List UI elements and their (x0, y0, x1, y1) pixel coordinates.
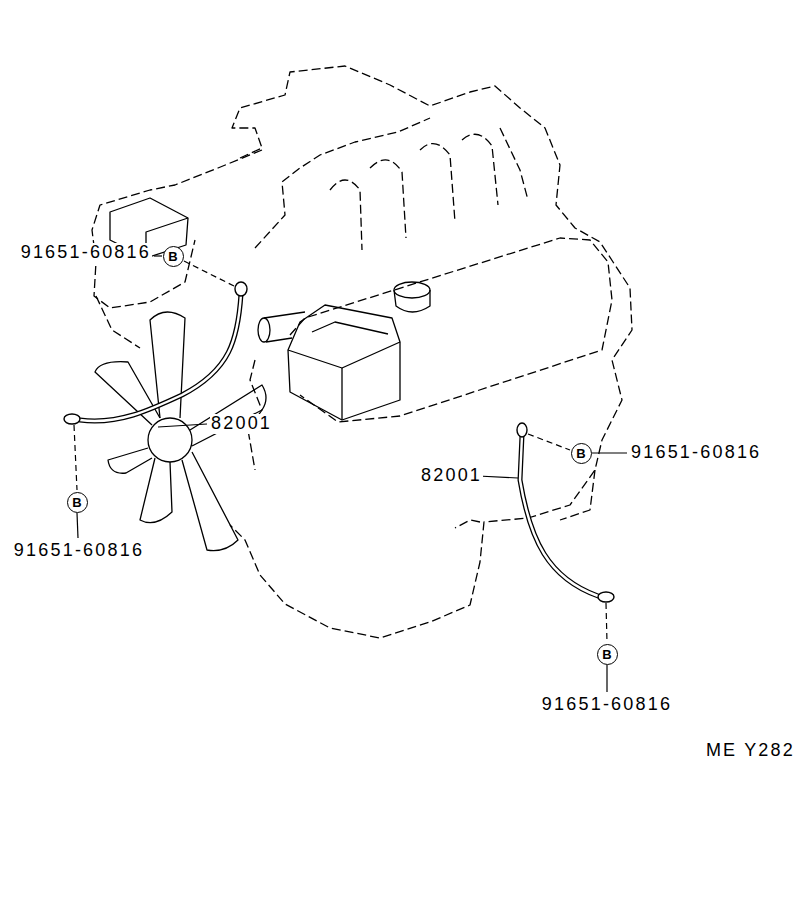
ground-strap (520, 435, 598, 596)
leader-line (74, 425, 77, 490)
callout-circle: B (67, 492, 88, 513)
leader-line (592, 452, 627, 453)
part-number: 82001 (420, 466, 483, 486)
front-cover (288, 305, 400, 420)
intake-runner (370, 160, 406, 238)
part-number: 91651-60816 (630, 443, 762, 463)
part-number: 91651-60816 (20, 243, 152, 263)
callout-circle: B (571, 443, 592, 464)
callout-letter: B (72, 496, 81, 509)
part-number: 82001 (210, 414, 273, 434)
ground-strap (80, 294, 241, 421)
leader-line (478, 476, 518, 478)
terminal-ring (517, 423, 527, 437)
front-cover (288, 342, 400, 368)
callout-letter: B (576, 447, 585, 460)
engine-outline (560, 470, 595, 520)
hose (258, 318, 270, 342)
leader-line (154, 255, 162, 256)
engine-outline (92, 150, 262, 308)
part-number: 91651-60816 (541, 695, 673, 715)
terminal-ring (235, 282, 247, 296)
leader-line (606, 665, 607, 692)
terminal-ring (598, 592, 614, 602)
ground-strap (520, 435, 598, 596)
front-cover (312, 322, 388, 334)
intake-runner (330, 180, 362, 250)
leader-line (606, 603, 607, 642)
part-number: 91651-60816 (13, 541, 145, 561)
callout-letter: B (602, 648, 611, 661)
fan-hub (148, 418, 192, 462)
front-cover (341, 368, 342, 420)
fan-blade (140, 458, 172, 523)
callout-letter: B (168, 250, 177, 263)
engine-outline (455, 520, 480, 528)
intake-runner (500, 128, 528, 200)
engine-outline (96, 296, 140, 348)
terminal-ring (64, 414, 80, 424)
intake-runner (420, 144, 455, 222)
oil-cap (394, 282, 430, 298)
oil-cap (394, 290, 430, 312)
intake-runner (462, 134, 498, 205)
leader-line (158, 424, 207, 427)
callout-circle: B (597, 644, 618, 665)
fan-blade (182, 452, 238, 551)
ground-strap (80, 294, 241, 421)
engine-outline (255, 118, 430, 248)
fan-blade (108, 448, 152, 473)
leader-line (77, 513, 78, 538)
figure-code: ME Y282 (705, 741, 796, 761)
leader-line (528, 434, 570, 450)
callout-circle: B (163, 246, 184, 267)
leader-line (184, 261, 234, 286)
valve-cover (290, 238, 612, 422)
engine-outline (230, 66, 632, 638)
